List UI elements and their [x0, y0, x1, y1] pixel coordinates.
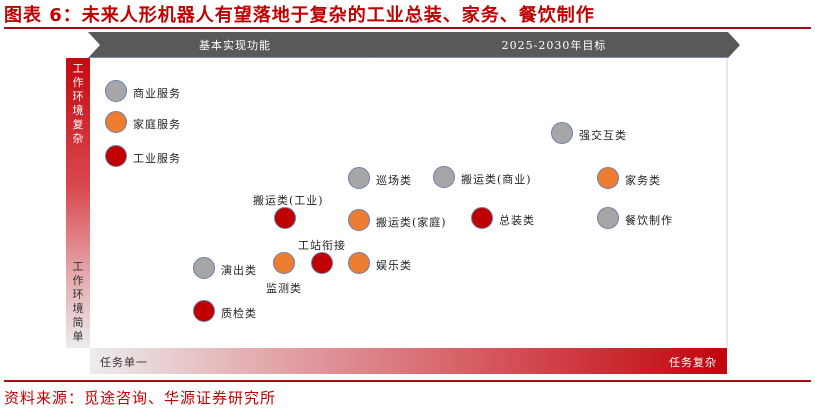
node-label-station-connection: 工站衔接: [298, 239, 346, 252]
node-label-catering: 餐饮制作: [625, 214, 673, 227]
node-strong-interaction: [551, 122, 573, 144]
node-performance: [193, 257, 215, 279]
node-label-housework: 家务类: [625, 174, 661, 187]
node-label-assembly: 总装类: [499, 214, 535, 227]
title-divider: [4, 27, 811, 29]
plot-area: [90, 58, 728, 348]
figure-title: 图表 6：未来人形机器人有望落地于复杂的工业总装、家务、餐饮制作: [4, 5, 595, 26]
node-station-connection: [311, 252, 333, 274]
node-catering: [597, 207, 619, 229]
x-axis-bar: 任务单一 任务复杂: [90, 348, 727, 374]
x-axis-label-complex: 任务复杂: [669, 356, 717, 369]
node-quality-inspection: [193, 300, 215, 322]
phase-banner-target: 2025-2030年目标: [368, 32, 740, 58]
phase-label-basic: 基本实现功能: [199, 38, 271, 52]
source-divider: [4, 380, 811, 382]
y-axis-label-complex: 工作环境复杂: [66, 62, 90, 146]
legend-marker-commercial: [105, 80, 127, 102]
x-axis-label-single: 任务单一: [100, 356, 148, 369]
y-axis-bar: 工作环境复杂 工作环境简单: [66, 58, 90, 348]
node-label-handling-commercial: 搬运类(商业): [461, 173, 532, 186]
phase-label-target: 2025-2030年目标: [501, 38, 607, 52]
legend-label-industrial: 工业服务: [133, 152, 181, 165]
y-top-text: 工作环境复杂: [72, 62, 84, 145]
legend-label-household: 家庭服务: [133, 118, 181, 131]
y-bottom-text: 工作环境简单: [72, 260, 84, 343]
node-label-strong-interaction: 强交互类: [579, 129, 627, 142]
node-label-quality-inspection: 质检类: [221, 307, 257, 320]
node-handling-commercial: [433, 166, 455, 188]
node-monitoring: [273, 252, 295, 274]
node-label-handling-household: 搬运类(家庭): [376, 216, 447, 229]
node-label-monitoring: 监测类: [266, 282, 302, 295]
node-entertainment: [348, 252, 370, 274]
legend-marker-household: [105, 111, 127, 133]
node-label-patrol: 巡场类: [376, 174, 412, 187]
node-handling-household: [348, 209, 370, 231]
phase-banner-basic: 基本实现功能: [88, 32, 382, 58]
node-label-entertainment: 娱乐类: [376, 259, 412, 272]
node-label-handling-industrial: 搬运类(工业): [253, 194, 324, 207]
y-axis-label-simple: 工作环境简单: [66, 260, 90, 344]
source-note: 资料来源：觅途咨询、华源证券研究所: [4, 389, 277, 407]
legend-marker-industrial: [105, 145, 127, 167]
node-housework: [597, 167, 619, 189]
node-label-performance: 演出类: [221, 264, 257, 277]
node-assembly: [471, 207, 493, 229]
legend-label-commercial: 商业服务: [133, 87, 181, 100]
node-patrol: [348, 167, 370, 189]
node-handling-industrial: [274, 207, 296, 229]
